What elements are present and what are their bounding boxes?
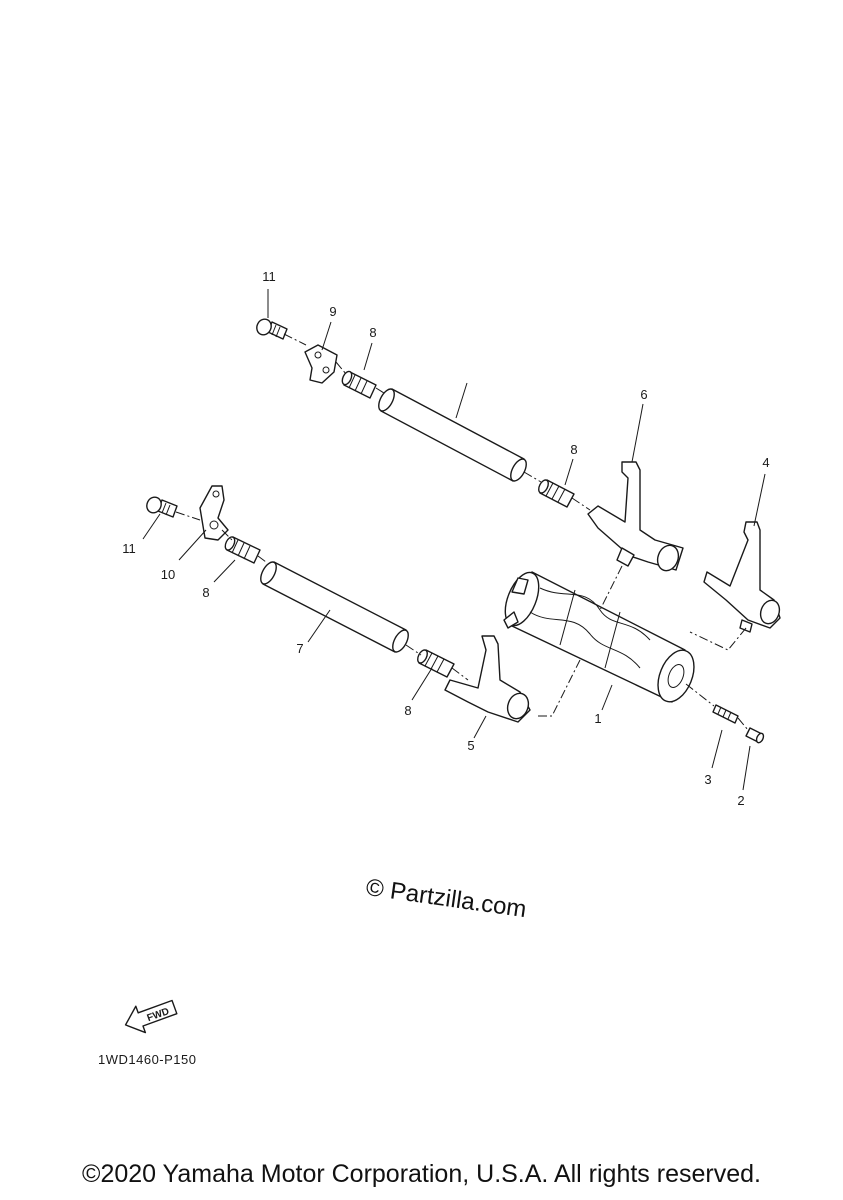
alignment-lines bbox=[175, 333, 749, 731]
callout-10: 10 bbox=[161, 567, 175, 582]
shift-fork-4 bbox=[703, 521, 781, 633]
bolt-lower bbox=[146, 496, 178, 518]
shift-drum bbox=[503, 571, 695, 703]
callout-3: 3 bbox=[704, 772, 711, 787]
callout-4: 4 bbox=[762, 455, 769, 470]
stopper-lever-lower bbox=[199, 485, 229, 541]
callout-1: 1 bbox=[594, 711, 601, 726]
callout-8-upper-left: 8 bbox=[369, 325, 376, 340]
callout-5: 5 bbox=[467, 738, 474, 753]
shift-fork-5 bbox=[444, 635, 531, 723]
callout-11-lower: 11 bbox=[122, 541, 136, 556]
callout-2: 2 bbox=[737, 793, 744, 808]
callout-6: 6 bbox=[640, 387, 647, 402]
callout-7: 7 bbox=[296, 641, 303, 656]
leader-lines bbox=[142, 289, 766, 791]
spring-upper-left bbox=[341, 370, 377, 399]
shift-fork-6 bbox=[587, 461, 684, 572]
shift-fork-shaft-upper bbox=[378, 388, 527, 482]
callout-11-upper: 11 bbox=[262, 269, 276, 284]
spring-lower-right bbox=[417, 649, 455, 678]
spring-upper-right bbox=[538, 479, 575, 508]
pin-2 bbox=[745, 727, 765, 744]
callout-8-lower-right: 8 bbox=[404, 703, 411, 718]
callout-8-upper-right: 8 bbox=[570, 442, 577, 457]
spring-3 bbox=[712, 704, 739, 724]
callout-9: 9 bbox=[329, 304, 336, 319]
bolt-upper bbox=[256, 318, 288, 340]
shift-fork-shaft-lower bbox=[260, 561, 409, 653]
fwd-arrow-icon: FWD bbox=[124, 999, 178, 1034]
stopper-plate-upper bbox=[304, 344, 338, 384]
copyright-notice: ©2020 Yamaha Motor Corporation, U.S.A. A… bbox=[82, 1160, 761, 1188]
callout-8-lower-left: 8 bbox=[202, 585, 209, 600]
spring-lower-left bbox=[224, 536, 261, 564]
diagram-code: 1WD1460-P150 bbox=[98, 1052, 197, 1067]
